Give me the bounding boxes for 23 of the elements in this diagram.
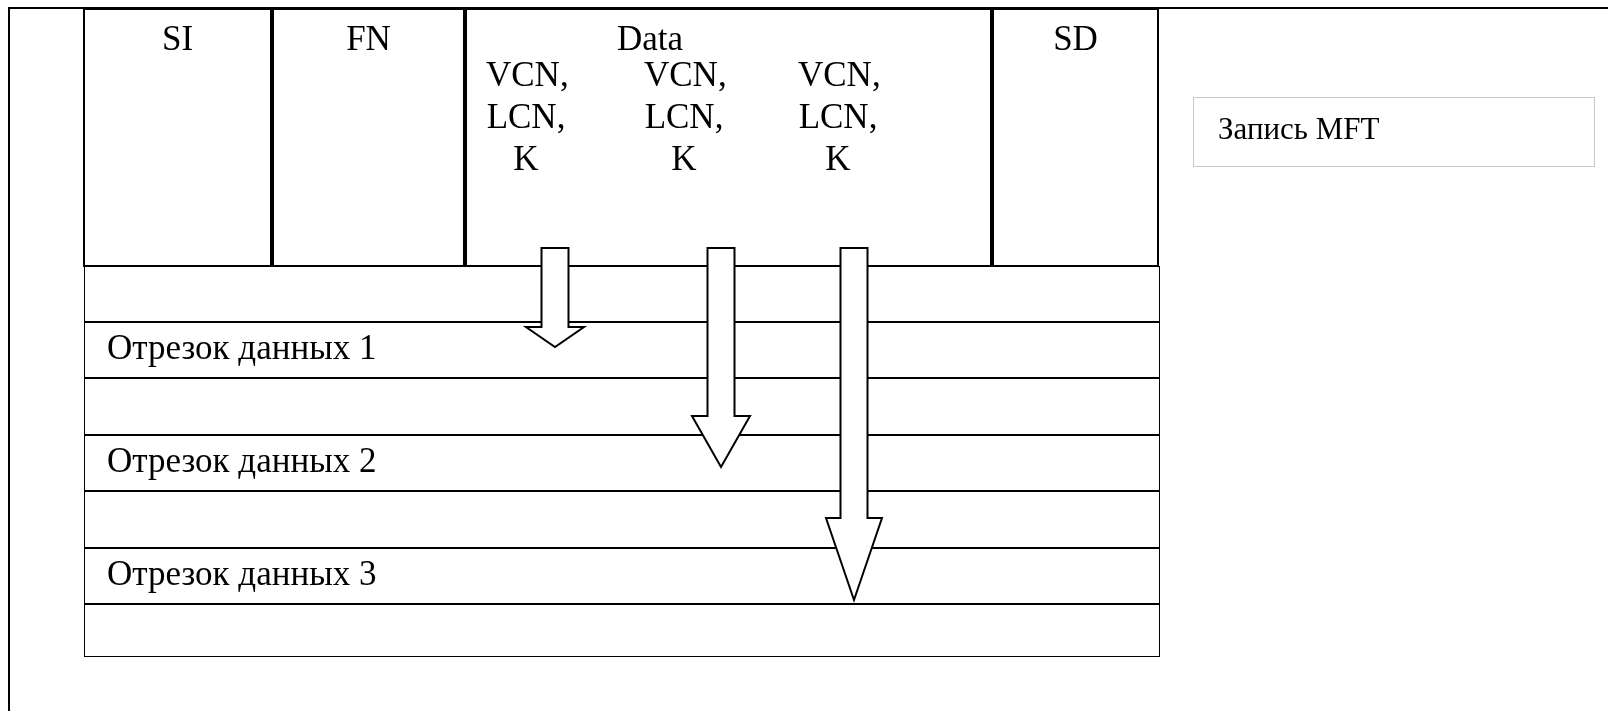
field-label: SD [1052,18,1099,60]
row-label: Отрезок данных 2 [107,440,377,482]
data-run-row [84,548,1160,604]
empty-row [84,378,1160,435]
data-run-row [84,322,1160,378]
empty-row [84,604,1160,657]
field-cell [83,8,272,267]
block-arrow [824,247,884,604]
row-label: Отрезок данных 1 [107,327,377,369]
data-run-row [84,435,1160,491]
field-cell [992,8,1159,267]
empty-row [84,266,1160,322]
caption-text: Запись MFT [1218,110,1380,148]
block-arrow [690,247,752,470]
legend-box [1193,97,1595,167]
field-label: FN [345,18,392,60]
field-label: SI [160,18,195,60]
run-entry-text: VCN, LCN, K [798,54,878,180]
empty-row [84,491,1160,548]
run-entry-text: VCN, LCN, K [486,54,566,180]
block-arrow [522,247,588,349]
field-cell [272,8,465,267]
row-label: Отрезок данных 3 [107,553,377,595]
